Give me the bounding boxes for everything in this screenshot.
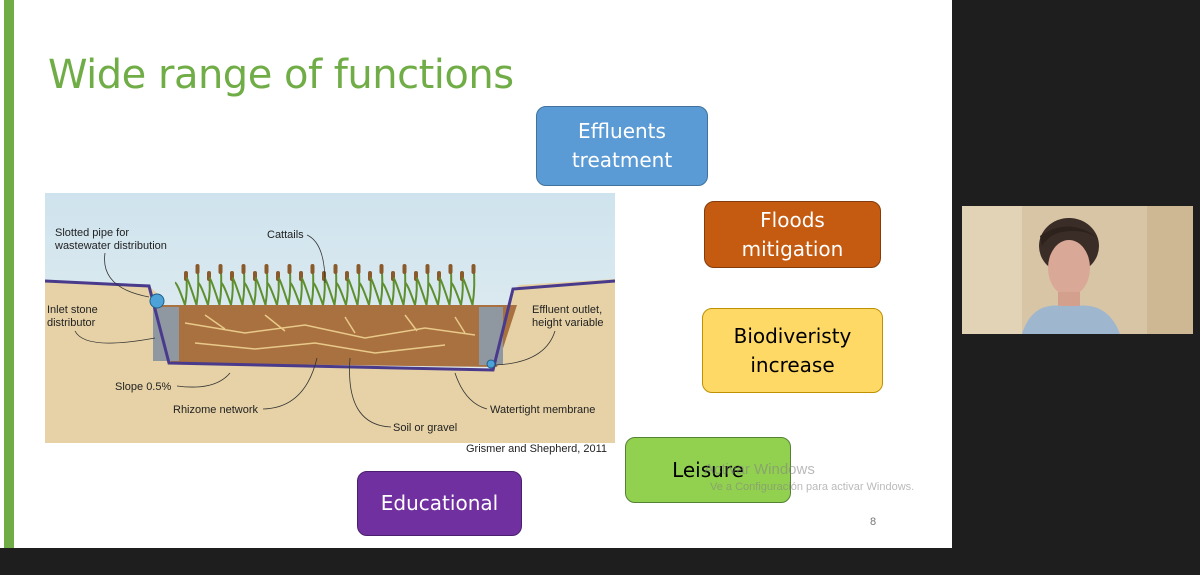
cattail-leaf bbox=[208, 277, 221, 306]
page-number: 8 bbox=[870, 516, 877, 528]
educational-box: Educational bbox=[357, 471, 522, 536]
cattail-head bbox=[425, 264, 430, 274]
cattail-leaf bbox=[438, 277, 451, 306]
cattail-leaf bbox=[381, 281, 393, 306]
cattail-leaf bbox=[404, 281, 416, 306]
cattail-head bbox=[218, 264, 223, 274]
webcam-video-feed[interactable] bbox=[962, 206, 1193, 334]
cattail-leaf bbox=[289, 281, 301, 306]
cattail-leaf bbox=[266, 281, 278, 306]
windows-activation-watermark: Activar Windows bbox=[704, 461, 815, 478]
presenter-video bbox=[962, 206, 1193, 334]
cattail-leaf bbox=[415, 277, 428, 306]
cattail-head bbox=[195, 264, 200, 274]
cattail-head bbox=[356, 264, 361, 274]
diagram-rhizomes bbox=[184, 314, 476, 354]
slide-accent-bar bbox=[4, 0, 14, 548]
label-outlet-1: Effluent outlet, bbox=[532, 304, 602, 316]
cattail-leaf bbox=[220, 281, 232, 306]
biodiversity-increase-box: Biodiveristy increase bbox=[702, 308, 883, 393]
educational-label: Educational bbox=[380, 491, 499, 515]
diagram-inlet-pipe bbox=[149, 293, 165, 309]
presentation-slide: Wide range of functions Slotted pipe for… bbox=[0, 0, 952, 548]
cattail-leaf bbox=[358, 281, 370, 306]
diagram-cattails bbox=[174, 264, 476, 306]
label-slotted-pipe-2: wastewater distribution bbox=[54, 240, 167, 252]
cattail-head bbox=[402, 264, 407, 274]
cattail-head bbox=[471, 264, 476, 274]
cattail-head bbox=[379, 264, 384, 274]
cattail-leaf bbox=[369, 277, 382, 306]
slide-title: Wide range of functions bbox=[48, 52, 514, 98]
cattail-leaf bbox=[346, 277, 359, 306]
cattail-leaf bbox=[231, 277, 244, 306]
label-cattails: Cattails bbox=[267, 229, 304, 241]
cattail-head bbox=[448, 264, 453, 274]
cattail-leaf bbox=[197, 281, 209, 306]
floods-mitigation-box: Floods mitigation bbox=[704, 201, 881, 268]
label-rhizome: Rhizome network bbox=[173, 404, 258, 416]
windows-activation-watermark-subtext: Ve a Configuración para activar Windows. bbox=[710, 481, 915, 493]
cattail-leaf bbox=[450, 281, 462, 306]
label-inlet-2: distributor bbox=[47, 317, 96, 329]
cattail-leaf bbox=[461, 277, 474, 306]
cattail-leaf bbox=[335, 281, 347, 306]
diagram-membrane bbox=[45, 279, 615, 372]
effluents-treatment-box: Effluents treatment bbox=[536, 106, 708, 186]
label-outlet-2: height variable bbox=[532, 317, 604, 329]
label-inlet-1: Inlet stone bbox=[47, 304, 98, 316]
cattail-leaf bbox=[312, 281, 324, 306]
diagram-ground bbox=[45, 279, 615, 443]
cattail-leaf bbox=[392, 277, 405, 306]
floods-label: Floods mitigation bbox=[741, 207, 844, 261]
cattail-leaf bbox=[185, 277, 198, 306]
diagram-outlet-pipe bbox=[486, 359, 496, 369]
cattail-leaf bbox=[277, 277, 290, 306]
cattail-leaf bbox=[300, 277, 313, 306]
leisure-label: Leisure bbox=[672, 457, 744, 482]
label-slotted-pipe-1: Slotted pipe for bbox=[55, 227, 129, 239]
cattail-leaf bbox=[254, 277, 267, 306]
cattail-head bbox=[264, 264, 269, 274]
cattail-leaf bbox=[174, 281, 186, 306]
leisure-box: Leisure bbox=[625, 437, 791, 503]
label-slope: Slope 0.5% bbox=[115, 381, 171, 393]
biodiversity-label: Biodiveristy increase bbox=[733, 323, 852, 377]
cattail-head bbox=[310, 264, 315, 274]
cattail-leaf bbox=[243, 281, 255, 306]
cattail-head bbox=[241, 264, 246, 274]
diagram-bed bbox=[153, 305, 517, 367]
wetland-diagram: Slotted pipe for wastewater distribution… bbox=[45, 193, 615, 443]
label-membrane: Watertight membrane bbox=[490, 404, 595, 416]
label-soil: Soil or gravel bbox=[393, 422, 457, 434]
cattail-leaf bbox=[427, 281, 439, 306]
diagram-outlet-stones bbox=[479, 307, 503, 365]
cattail-head bbox=[333, 264, 338, 274]
effluents-label: Effluents treatment bbox=[571, 119, 673, 172]
citation: Grismer and Shepherd, 2011 bbox=[466, 443, 608, 455]
cattail-head bbox=[287, 264, 292, 274]
